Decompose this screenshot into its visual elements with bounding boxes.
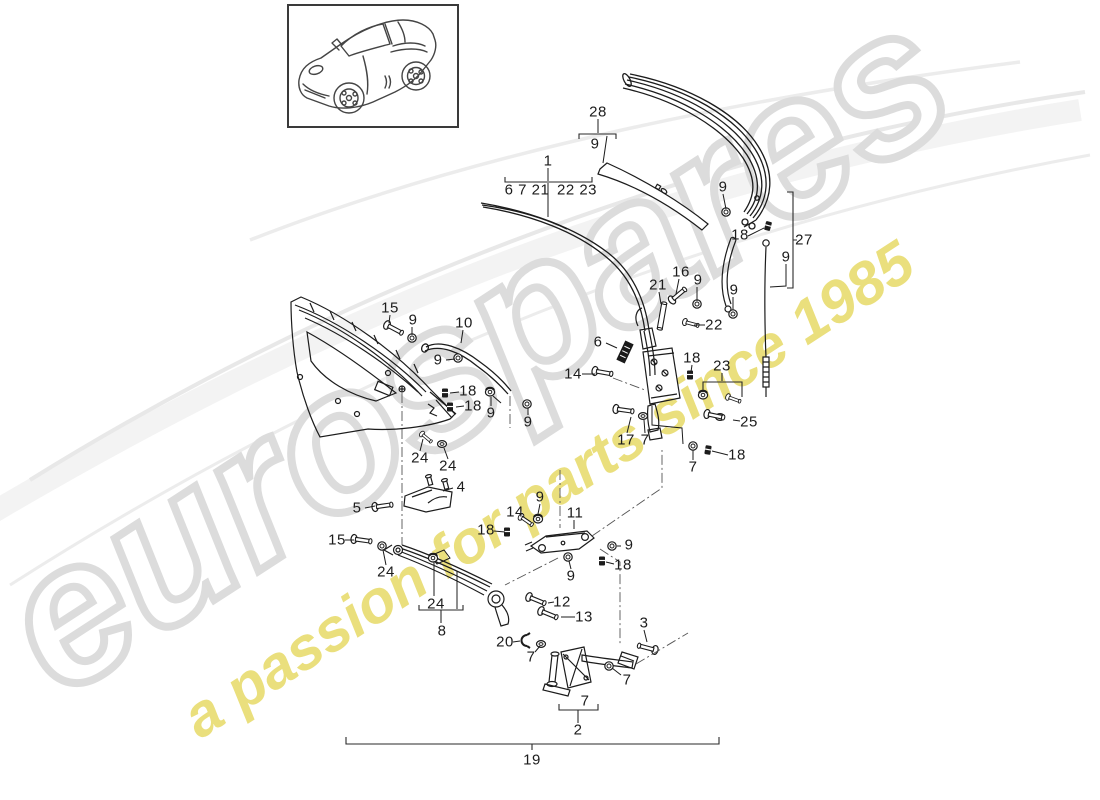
watermark-swoosh	[0, 60, 1091, 587]
callout-4: 4	[456, 478, 466, 496]
callout-9: 9	[590, 135, 600, 153]
callout-15: 15	[381, 299, 399, 317]
callout-28: 28	[589, 103, 607, 121]
callout-23: 23	[713, 357, 731, 375]
callout-9: 9	[535, 488, 545, 506]
callout-12: 12	[553, 593, 571, 611]
callout-24: 24	[439, 457, 457, 475]
callout-9: 9	[781, 248, 791, 266]
callout-24: 24	[411, 449, 429, 467]
callout-7: 7	[640, 431, 650, 449]
latch-assembly-drawing	[616, 307, 684, 445]
callout-24: 24	[377, 563, 395, 581]
leader-lines	[345, 119, 787, 676]
callout-10: 10	[455, 314, 473, 332]
link-arm-drawing	[721, 236, 737, 313]
callout-18: 18	[614, 556, 632, 574]
tube-drawing	[420, 343, 512, 395]
callout-19: 19	[523, 751, 541, 769]
callout-18: 18	[477, 521, 495, 539]
callout-9: 9	[693, 271, 703, 289]
strap-drawing	[597, 162, 709, 231]
callout-7: 7	[622, 671, 632, 689]
callout-9: 9	[433, 351, 443, 369]
part4-bracket	[403, 473, 453, 513]
callout-18: 18	[459, 382, 477, 400]
callout-5: 5	[352, 499, 362, 517]
car-thumbnail-box	[287, 4, 459, 128]
callout-21: 21	[649, 276, 667, 294]
callout-18: 18	[731, 226, 749, 244]
group-brackets	[345, 133, 797, 750]
callout-6-7-21: 6 7 21	[504, 181, 550, 199]
callout-16: 16	[672, 263, 690, 281]
callout-25: 25	[740, 413, 758, 431]
callout-15: 15	[328, 531, 346, 549]
callout-14: 14	[506, 503, 524, 521]
construction-lines	[401, 377, 689, 665]
callout-18: 18	[683, 349, 701, 367]
callout-8: 8	[437, 622, 447, 640]
plate11-drawing	[524, 530, 595, 554]
callout-6: 6	[593, 333, 603, 351]
callout-22-23: 22 23	[556, 181, 598, 199]
callout-9: 9	[729, 281, 739, 299]
callout-27: 27	[795, 231, 813, 249]
bracket2-drawing	[542, 646, 639, 697]
callout-9: 9	[486, 404, 496, 422]
callout-2: 2	[573, 721, 583, 739]
callout-1: 1	[543, 152, 553, 170]
header-panel-drawing	[290, 296, 457, 438]
callout-11: 11	[566, 504, 584, 522]
top-bow-drawing	[622, 73, 771, 230]
callout-7: 7	[580, 692, 590, 710]
callout-17: 17	[617, 431, 635, 449]
callout-7: 7	[688, 458, 698, 476]
callout-3: 3	[639, 614, 649, 632]
callout-22: 22	[705, 316, 723, 334]
side-rail-drawing	[480, 202, 650, 332]
callout-20: 20	[496, 633, 514, 651]
callout-7: 7	[526, 648, 536, 666]
callout-9: 9	[408, 311, 418, 329]
cable-drawing	[762, 239, 770, 397]
callout-9: 9	[624, 536, 634, 554]
callout-18: 18	[728, 446, 746, 464]
callout-9: 9	[566, 567, 576, 585]
callout-24: 24	[427, 595, 445, 613]
fasteners	[349, 207, 773, 671]
car-line-art	[298, 19, 437, 114]
callout-9: 9	[523, 413, 533, 431]
callout-13: 13	[575, 608, 593, 626]
callout-18: 18	[464, 397, 482, 415]
callout-9: 9	[718, 178, 728, 196]
callout-14: 14	[564, 365, 582, 383]
